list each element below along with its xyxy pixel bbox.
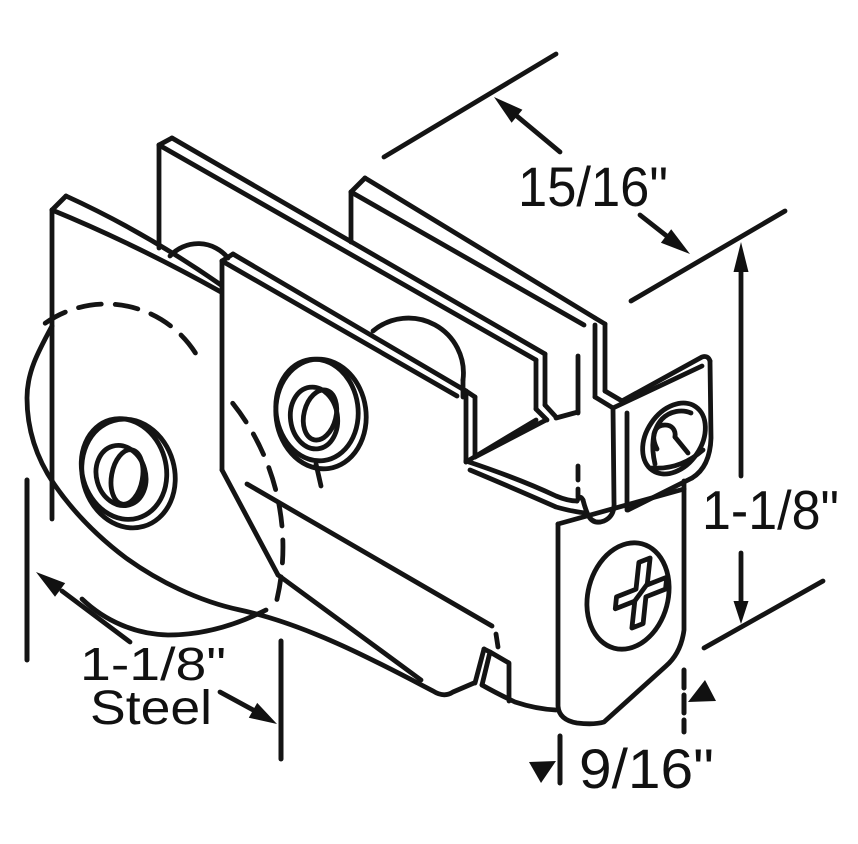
svg-text:Steel: Steel <box>90 682 212 735</box>
svg-text:9/16": 9/16" <box>579 737 714 800</box>
svg-text:15/16": 15/16" <box>518 155 668 218</box>
svg-text:1-1/8": 1-1/8" <box>80 638 226 690</box>
svg-text:1-1/8": 1-1/8" <box>702 479 839 541</box>
